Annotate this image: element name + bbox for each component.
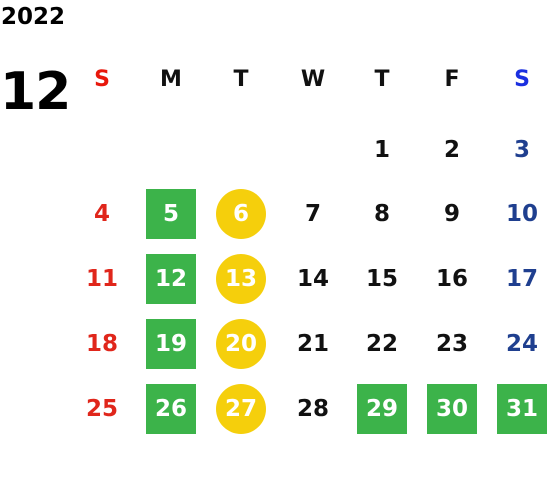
day-7[interactable]: 7 (304, 201, 321, 227)
weekday-wed: W (300, 67, 326, 92)
weekday-sat: S (514, 67, 530, 92)
day-11[interactable]: 11 (85, 266, 118, 292)
day-9[interactable]: 9 (443, 201, 460, 227)
year-label: 2022 (1, 4, 66, 30)
weekday-tue: T (233, 67, 249, 92)
day-25[interactable]: 25 (85, 396, 118, 422)
weekday-fri: F (444, 67, 460, 92)
weekday-thu: T (374, 67, 390, 92)
day-6[interactable]: 6 (216, 189, 266, 239)
weekday-sun: S (94, 67, 110, 92)
day-21[interactable]: 21 (296, 331, 329, 357)
day-12[interactable]: 12 (146, 254, 196, 304)
day-31[interactable]: 31 (497, 384, 547, 434)
day-15[interactable]: 15 (365, 266, 398, 292)
day-5[interactable]: 5 (146, 189, 196, 239)
day-23[interactable]: 23 (435, 331, 468, 357)
day-1[interactable]: 1 (373, 137, 390, 163)
day-14[interactable]: 14 (296, 266, 329, 292)
day-3[interactable]: 3 (513, 137, 530, 163)
day-20[interactable]: 20 (216, 319, 266, 369)
day-27[interactable]: 27 (216, 384, 266, 434)
day-18[interactable]: 18 (85, 331, 118, 357)
day-22[interactable]: 22 (365, 331, 398, 357)
day-16[interactable]: 16 (435, 266, 468, 292)
day-10[interactable]: 10 (505, 201, 538, 227)
day-8[interactable]: 8 (373, 201, 390, 227)
month-number: 12 (0, 62, 71, 122)
day-17[interactable]: 17 (505, 266, 538, 292)
weekday-mon: M (160, 67, 182, 92)
day-30[interactable]: 30 (427, 384, 477, 434)
day-29[interactable]: 29 (357, 384, 407, 434)
day-2[interactable]: 2 (443, 137, 460, 163)
day-4[interactable]: 4 (93, 201, 110, 227)
day-19[interactable]: 19 (146, 319, 196, 369)
day-13[interactable]: 13 (216, 254, 266, 304)
day-28[interactable]: 28 (296, 396, 329, 422)
day-26[interactable]: 26 (146, 384, 196, 434)
day-24[interactable]: 24 (505, 331, 538, 357)
